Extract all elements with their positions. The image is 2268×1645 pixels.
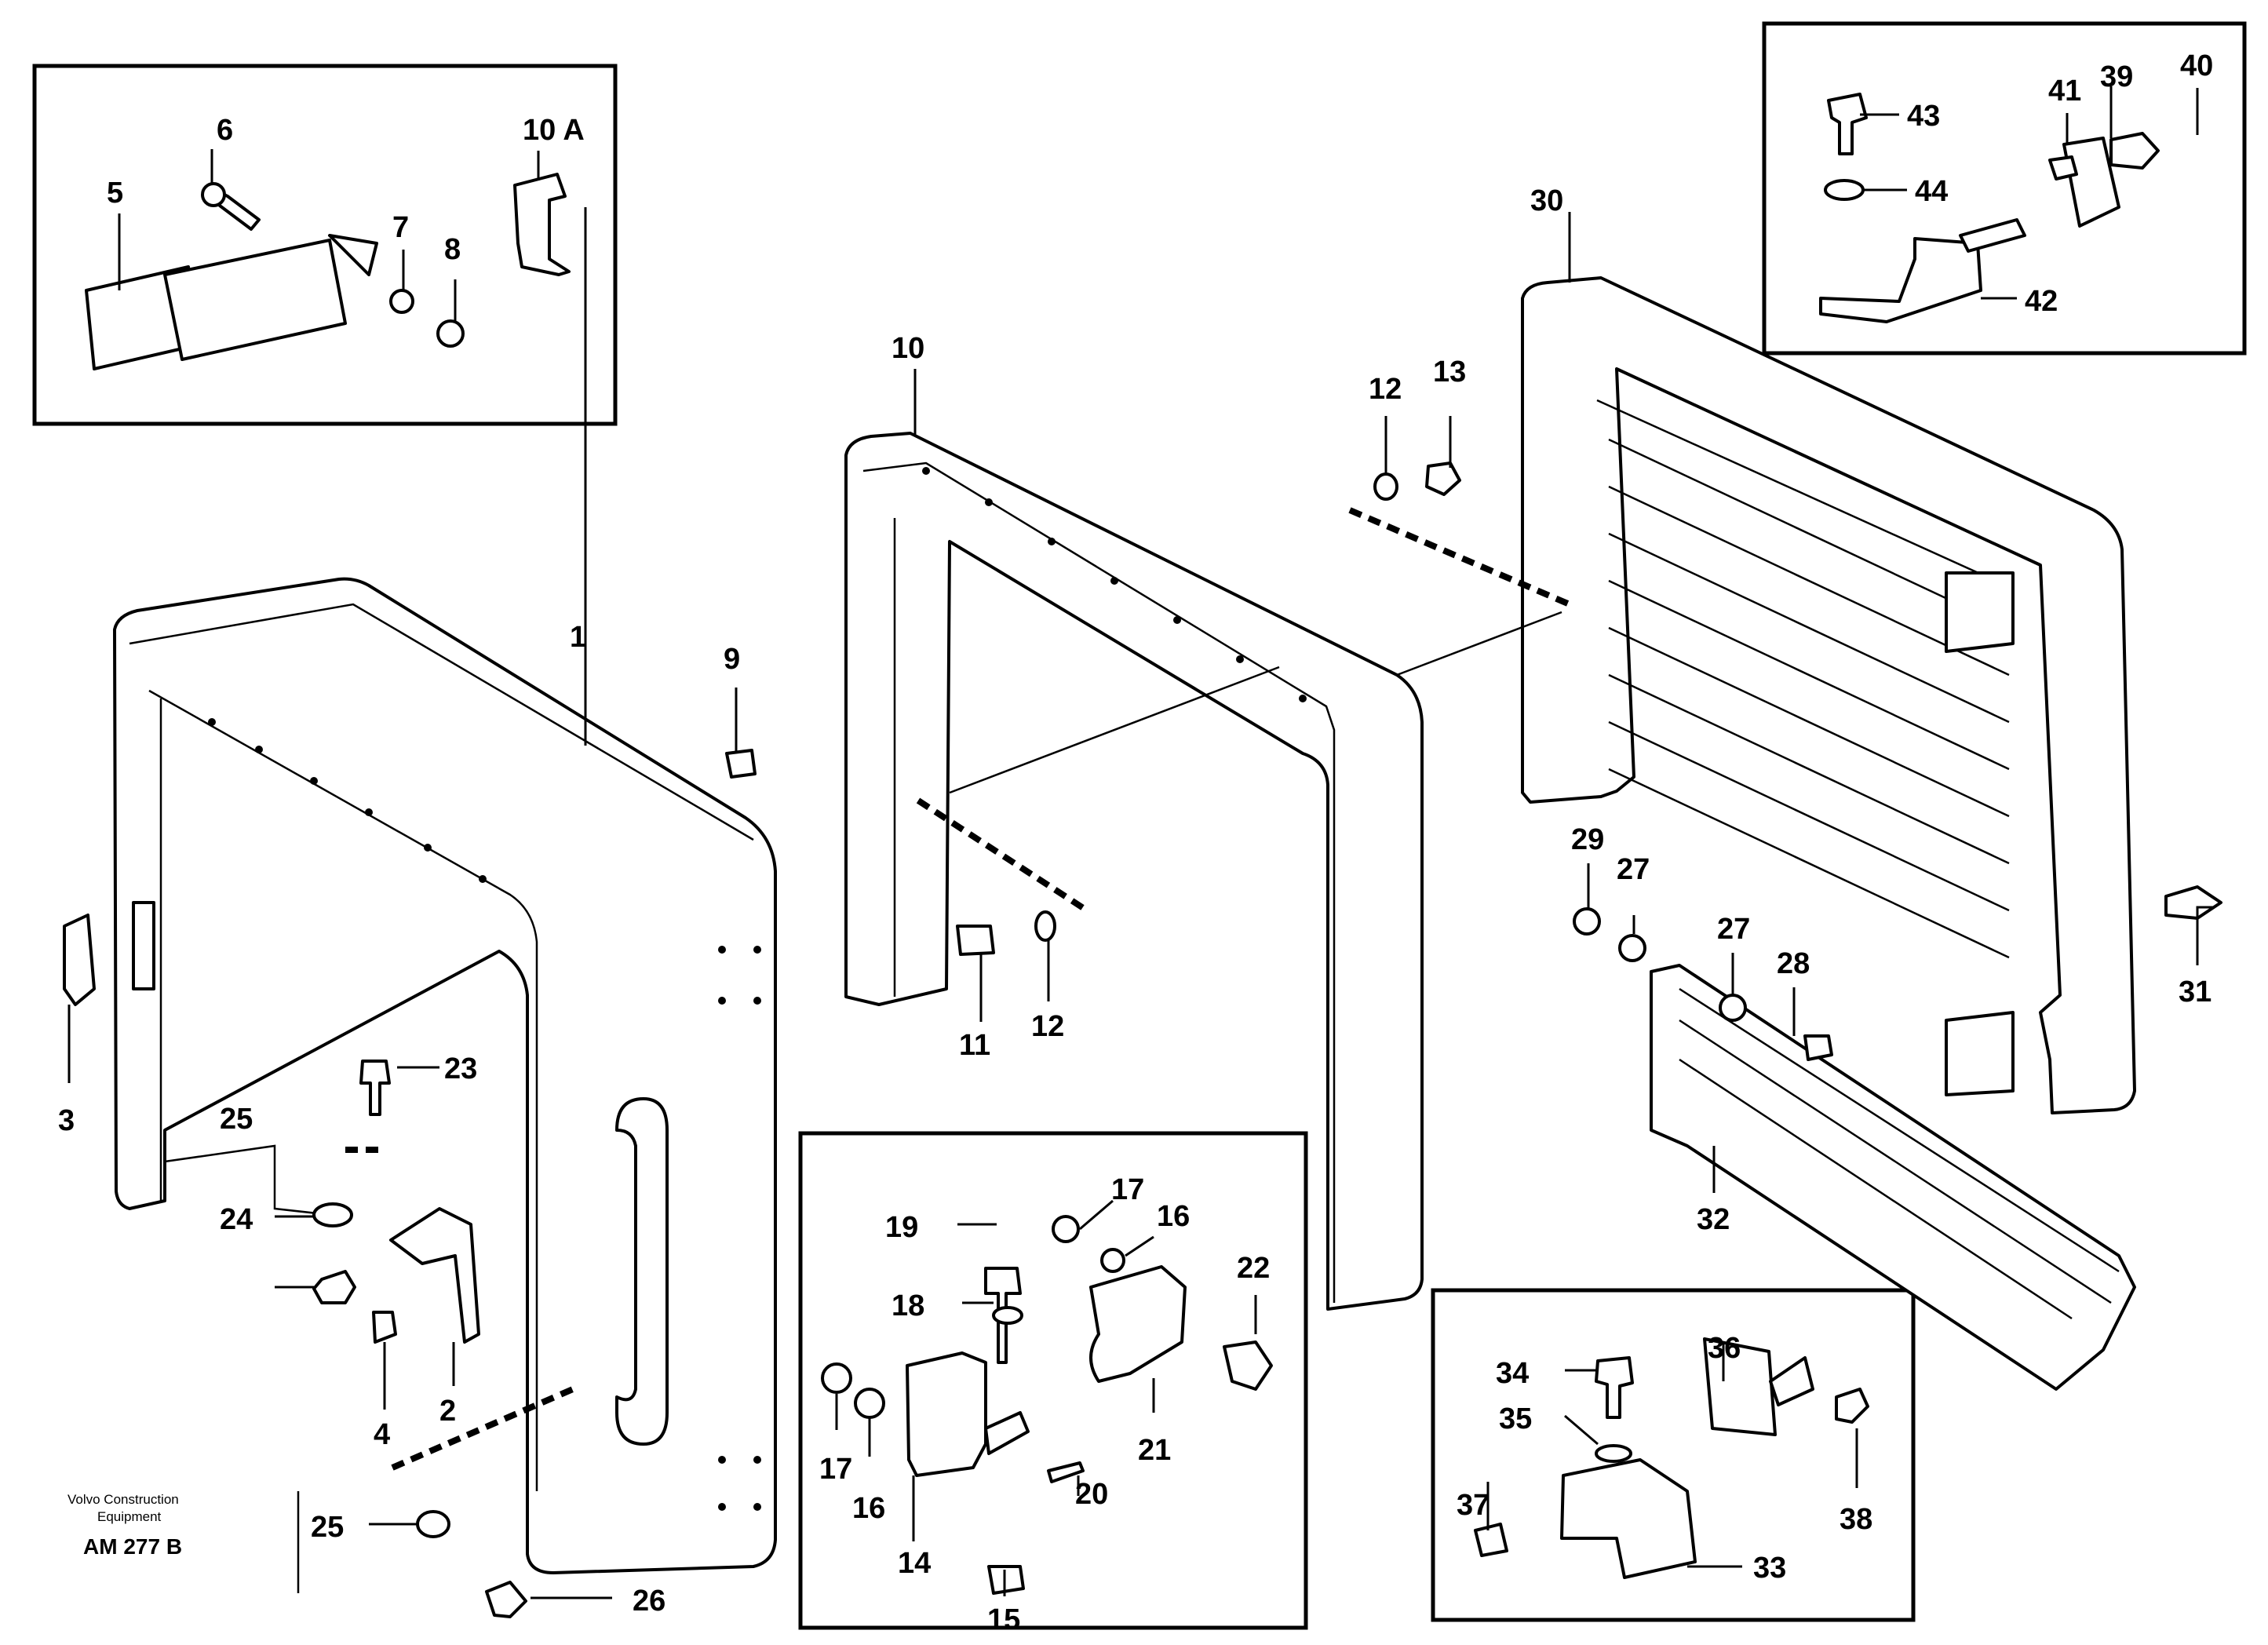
callout-5: 5 (107, 177, 123, 210)
bracket-assembly-bottom (1474, 1337, 1869, 1579)
callout-8: 8 (444, 233, 461, 266)
latch-clip-part (513, 173, 571, 276)
washer-25-top (312, 1202, 353, 1227)
callout-19: 19 (885, 1211, 918, 1244)
alignment-line-2 (1396, 611, 1562, 677)
callout-2: 2 (439, 1395, 456, 1428)
callout-22: 22 (1237, 1252, 1270, 1285)
leader-lines (67, 86, 2213, 1599)
detail-box-bracket-bottom (1431, 1288, 1916, 1622)
callout-6: 6 (217, 114, 233, 147)
latch-assembly (85, 173, 571, 370)
callout-37: 37 (1457, 1489, 1490, 1522)
nut-24 (312, 1270, 356, 1304)
callout-7: 7 (392, 211, 409, 244)
bracket-assembly-top (1819, 93, 2160, 323)
pin-31 (2164, 885, 2222, 920)
callout-32: 32 (1697, 1203, 1730, 1236)
callout-39: 39 (2100, 60, 2133, 93)
callout-25-bottom: 25 (311, 1511, 344, 1544)
callout-27-b: 27 (1717, 913, 1750, 946)
callout-10a: 10 A (523, 114, 585, 147)
washer-12-upper (1373, 472, 1398, 501)
callout-21: 21 (1138, 1434, 1171, 1467)
callout-38: 38 (1840, 1503, 1872, 1536)
callout-43: 43 (1907, 100, 1940, 133)
hood-side-plate (132, 901, 155, 990)
callout-34: 34 (1496, 1357, 1529, 1390)
callout-44: 44 (1915, 175, 1948, 208)
callout-11: 11 (959, 1029, 990, 1062)
bracket-part-3 (63, 914, 96, 1006)
spacer-27-b (1719, 994, 1747, 1022)
callout-27-a: 27 (1617, 853, 1650, 886)
callout-16-right: 16 (1157, 1200, 1190, 1233)
callout-14: 14 (898, 1547, 931, 1580)
callout-12-lower: 12 (1031, 1010, 1064, 1043)
callout-28: 28 (1777, 947, 1810, 980)
nut-13 (1425, 461, 1461, 496)
callout-1: 1 (570, 621, 586, 654)
callout-20: 20 (1075, 1478, 1108, 1511)
callout-18: 18 (892, 1289, 924, 1322)
callout-31: 31 (2179, 976, 2211, 1009)
callout-15: 15 (987, 1603, 1020, 1636)
callout-36: 36 (1708, 1332, 1741, 1365)
grille-part (1521, 276, 2136, 1114)
drawing-footer: Volvo Construction Equipment AM 277 B (67, 1491, 300, 1593)
detail-box-latch (32, 64, 618, 426)
drawing-reference: AM 277 B (83, 1534, 182, 1559)
maker-name-line1: Volvo Construction (67, 1492, 179, 1507)
spacer-27-a (1618, 934, 1646, 962)
callout-9: 9 (724, 643, 740, 676)
callout-10: 10 (892, 332, 924, 365)
callout-30: 30 (1530, 184, 1563, 217)
washer-12-lower (1034, 910, 1056, 942)
callout-25-top: 25 (220, 1103, 253, 1136)
detail-box-hinge (798, 1131, 1308, 1630)
hood-middle-part (844, 432, 1424, 1311)
hood-front-part (113, 577, 777, 1574)
callout-41: 41 (2048, 75, 2081, 108)
callout-29: 29 (1571, 823, 1604, 856)
callout-24: 24 (220, 1203, 253, 1236)
lower-rail-part (1650, 964, 2136, 1391)
bolt-11 (956, 925, 995, 956)
bolt-9 (725, 749, 757, 779)
callout-3: 3 (58, 1104, 75, 1137)
bolt-23 (359, 1060, 391, 1116)
bolt-4 (372, 1311, 397, 1344)
alignment-line-1 (949, 666, 1280, 794)
callout-12-upper: 12 (1369, 373, 1402, 406)
callout-16-left: 16 (852, 1492, 885, 1525)
detail-box-bracket-top (1762, 21, 2247, 356)
bracket-part-2 (389, 1207, 480, 1344)
callout-40: 40 (2180, 49, 2213, 82)
hinge-assembly (821, 1215, 1273, 1595)
callout-13: 13 (1433, 356, 1466, 388)
callout-17-left: 17 (819, 1453, 852, 1486)
maker-name-line2: Equipment (97, 1509, 162, 1524)
assembly-dash-hood (391, 1386, 574, 1471)
callout-42: 42 (2025, 285, 2058, 318)
bolt-26 (485, 1581, 527, 1618)
bolt-28 (1803, 1034, 1833, 1061)
callout-33: 33 (1753, 1552, 1786, 1585)
callout-35: 35 (1499, 1402, 1532, 1435)
callout-17-right: 17 (1111, 1173, 1144, 1206)
callout-numbers: 1 2 3 4 5 6 7 8 9 10 10 A 11 12 12 13 14… (58, 49, 2213, 1636)
washer-29 (1573, 907, 1601, 936)
assembly-dash-middle (916, 797, 1089, 914)
callout-23: 23 (444, 1052, 477, 1085)
callout-4: 4 (374, 1418, 390, 1451)
callout-26: 26 (633, 1585, 665, 1618)
washer-25-bottom (416, 1510, 450, 1538)
